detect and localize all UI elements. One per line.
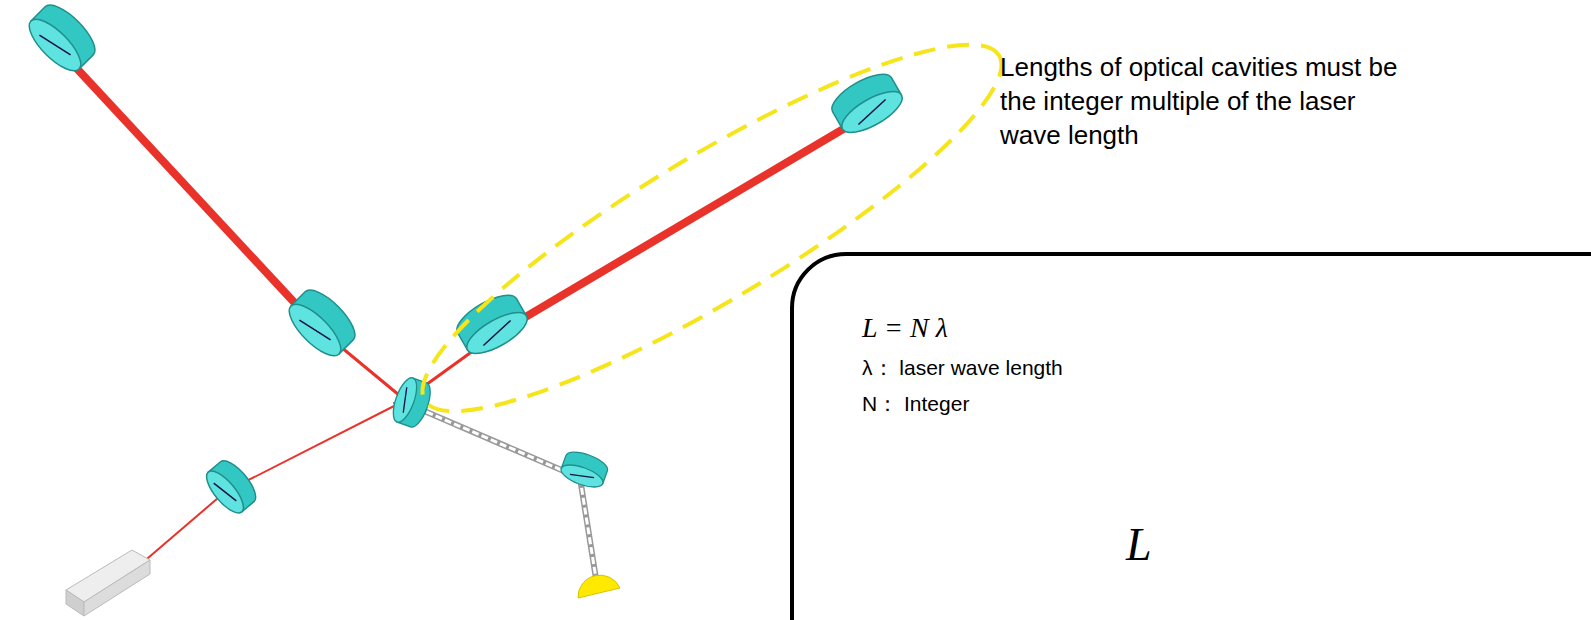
laser-source bbox=[66, 550, 150, 616]
definition-text: N： Integer bbox=[862, 390, 969, 418]
callout-note: Lengths of optical cavities must be the … bbox=[1000, 50, 1400, 152]
mirrors bbox=[22, 0, 908, 518]
formula-text: L = N λ bbox=[862, 312, 948, 344]
laser-beams bbox=[55, 45, 872, 585]
formula-box: L = N λ λ： laser wave length N： IntegerL bbox=[790, 252, 1591, 620]
highlight-ellipse bbox=[388, 0, 1036, 462]
photodetector bbox=[578, 575, 620, 598]
formula-variable: L bbox=[1126, 518, 1152, 571]
definition-text: λ： laser wave length bbox=[862, 354, 1063, 382]
